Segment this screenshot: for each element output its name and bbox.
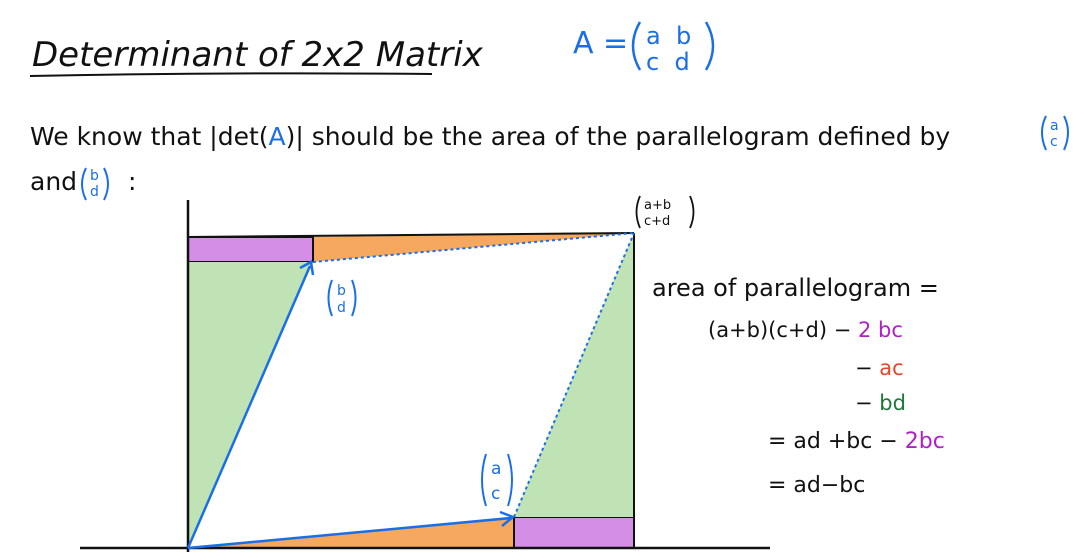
top-edge	[187, 232, 635, 238]
derivation-line2-term: 2 bc	[858, 318, 903, 342]
page-title: Determinant of 2x2 Matrix	[32, 35, 484, 75]
intro-vector-a-bottom: c	[1050, 134, 1058, 150]
vector-a-label-bottom: c	[491, 484, 500, 504]
intro-colon: :	[128, 167, 136, 196]
vector-a-arrow	[187, 510, 516, 550]
intro-line1-pre: We know that |det(	[30, 122, 269, 151]
matrix-row1: a b	[646, 22, 691, 50]
purple-rect-top	[187, 236, 314, 263]
intro-vector-b-top: b	[90, 168, 99, 184]
derivation-line-6: = ad−bc	[768, 473, 865, 498]
derivation-line-3: − ac	[855, 356, 904, 380]
green-triangle-right	[514, 233, 634, 517]
matrix-row2: c d	[646, 48, 690, 76]
vector-b-label: b d	[327, 279, 357, 317]
purple-rect-bottom	[513, 516, 635, 549]
intro-line-1: We know that |det(A)| should be the area…	[30, 122, 950, 151]
corner-vector-label: a+b c+d	[635, 195, 695, 229]
vector-b-label-top: b	[337, 283, 346, 299]
derivation-line3-minus: −	[855, 356, 873, 380]
intro-vector-b: b d	[81, 167, 109, 201]
derivation-line4-minus: −	[855, 391, 873, 415]
intro-vector-a-top: a	[1050, 118, 1059, 134]
intro-line-2: and	[30, 167, 77, 196]
derivation-line4-term: bd	[879, 391, 906, 415]
intro-line1-A: A	[269, 122, 286, 151]
matrix-left-paren	[631, 21, 642, 71]
derivation-line-4: − bd	[855, 391, 906, 415]
area-derivation: area of parallelogram = (a+b)(c+d) − 2 b…	[652, 274, 945, 498]
derivation-line5-pre: = ad +bc −	[768, 429, 898, 454]
derivation-line2-expr: (a+b)(c+d) −	[708, 318, 851, 342]
derivation-line5-term: 2bc	[905, 429, 945, 454]
derivation-line-2: (a+b)(c+d) − 2 bc	[708, 318, 903, 342]
intro-vector-b-bottom: d	[90, 184, 99, 200]
matrix-lhs: A =	[573, 26, 628, 61]
derivation-line-5: = ad +bc − 2bc	[768, 429, 945, 454]
matrix-right-paren	[704, 21, 715, 71]
corner-vector-top: a+b	[644, 198, 671, 213]
derivation-line-1: area of parallelogram =	[652, 274, 939, 302]
corner-vector-bottom: c+d	[644, 214, 670, 229]
vector-b-arrow	[186, 260, 315, 549]
matrix-definition: A = a b c d	[573, 21, 715, 76]
intro-vector-a: a c	[1041, 115, 1069, 151]
derivation-line3-term: ac	[879, 356, 903, 380]
intro-line1-post: )| should be the area of the parallelogr…	[286, 122, 951, 151]
vector-a-label: a c	[481, 453, 513, 507]
vector-a-label-top: a	[491, 459, 501, 479]
title-underline	[29, 72, 433, 77]
vector-b-label-bottom: d	[337, 300, 346, 316]
